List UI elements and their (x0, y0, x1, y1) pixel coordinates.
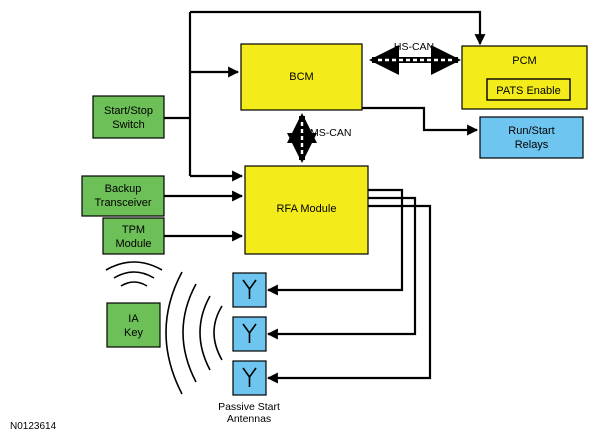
arrow-rfa-to-antenna-2 (266, 196, 417, 340)
passive-start-antennas: Passive Start Antennas (218, 272, 280, 425)
pats-enable-rect (486, 78, 571, 101)
bcm-box: BCM (240, 43, 363, 111)
ia-key-box: IA Key (106, 302, 161, 348)
start-stop-switch-rect (92, 95, 165, 139)
ia-key-line-1: IA (128, 313, 139, 325)
rfa-module-box: RFA Module (244, 165, 369, 255)
radio-wave-icon (213, 305, 223, 361)
backup-transceiver-rect (81, 175, 165, 217)
radio-wave-icon (199, 295, 211, 371)
tpm-line-2: Module (115, 238, 151, 250)
arrow-rfa-to-antenna-3 (266, 204, 432, 384)
backup-line-2: Transceiver (94, 197, 151, 209)
ia-key-rect (106, 302, 161, 348)
antenna-caption-line-2: Antennas (227, 413, 271, 425)
antenna-radio-waves (165, 271, 223, 395)
ia-key-line-2: Key (124, 327, 143, 339)
tpm-line-1: TPM (122, 224, 145, 236)
antenna-3 (232, 360, 267, 396)
radio-wave-icon (165, 271, 183, 395)
key-radio-waves (105, 261, 163, 287)
ms-can-bus: MS-CAN (287, 113, 351, 163)
start-stop-line-1: Start/Stop (104, 105, 153, 117)
rfa-module-label: RFA Module (277, 203, 337, 215)
hs-can-bus: HS-CAN (369, 41, 461, 75)
arrow-rfa-to-antenna-1 (266, 188, 404, 296)
antenna-2 (232, 316, 267, 352)
arrow-bcm-to-relays (362, 106, 479, 136)
bcm-label: BCM (289, 71, 313, 83)
pcm-box: PCM PATS Enable (461, 45, 588, 110)
start-stop-line-2: Switch (112, 119, 144, 131)
radio-wave-icon (182, 283, 197, 383)
antenna-1 (232, 272, 267, 308)
radio-wave-icon (120, 281, 148, 287)
radio-wave-icon (105, 261, 163, 271)
hs-can-label: HS-CAN (394, 41, 434, 53)
pats-enable-label: PATS Enable (496, 85, 560, 97)
backup-transceiver-box: Backup Transceiver (81, 175, 165, 217)
rfa-module-rect (244, 165, 369, 255)
bcm-rect (240, 43, 363, 111)
start-stop-switch-box: Start/Stop Switch (92, 95, 165, 139)
figure-code: N0123614 (10, 421, 57, 432)
relays-line-2: Relays (515, 139, 549, 151)
antenna-icon (242, 323, 257, 343)
ms-can-label: MS-CAN (310, 127, 351, 139)
run-start-relays-box: Run/Start Relays (479, 116, 584, 159)
antenna-icon (242, 279, 257, 299)
radio-wave-icon (113, 271, 155, 279)
connections (164, 10, 486, 384)
run-start-relays-rect (479, 116, 584, 159)
arrow-to-pcm (190, 10, 486, 46)
antenna-icon (242, 367, 257, 387)
tpm-module-box: TPM Module (102, 217, 165, 255)
backup-line-1: Backup (105, 183, 142, 195)
tpm-module-rect (102, 217, 165, 255)
antenna-caption-line-1: Passive Start (218, 401, 280, 413)
relays-line-1: Run/Start (508, 125, 554, 137)
pcm-label: PCM (512, 55, 536, 67)
